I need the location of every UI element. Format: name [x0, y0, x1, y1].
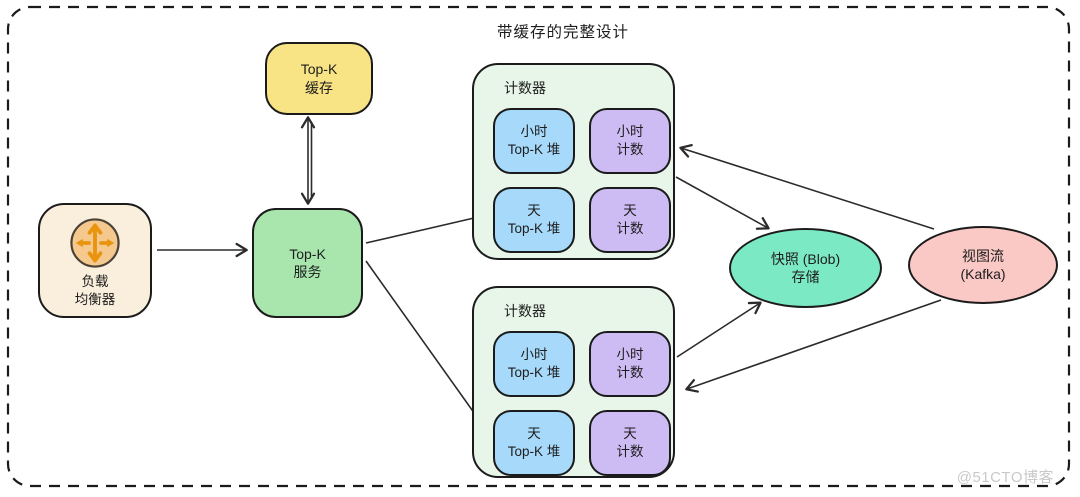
cell-label: 天 Top-K 堆	[507, 203, 561, 236]
load-balancer-node: 负载 均衡器	[38, 203, 152, 318]
counter-2-hour-topk-heap: 小时 Top-K 堆	[493, 331, 575, 397]
edge-counter1-to-snapshot	[675, 176, 770, 230]
edge-kafka-to-counter2	[685, 299, 942, 393]
topk-cache-node: Top-K 缓存	[265, 42, 373, 115]
counter-1-day-topk-heap: 天 Top-K 堆	[493, 187, 575, 253]
cell-label: 小时 Top-K 堆	[507, 124, 561, 157]
edge-service-to-counter2	[365, 260, 489, 433]
snapshot-blob-store-node: 快照 (Blob) 存储	[729, 228, 882, 308]
diagram-title: 带缓存的完整设计	[496, 24, 630, 41]
counter-1-day-count: 天 计数	[589, 187, 671, 253]
view-stream-kafka-node: 视图流 (Kafka)	[908, 226, 1058, 304]
counter-box-1: 计数器 小时 Top-K 堆 小时 计数 天 Top-K 堆 天 计数	[472, 63, 675, 260]
cell-label: 小时 计数	[616, 124, 644, 157]
counter-2-title: 计数器	[504, 303, 546, 319]
snapshot-blob-store-label: 快照 (Blob) 存储	[770, 250, 841, 285]
counter-2-day-topk-heap: 天 Top-K 堆	[493, 410, 575, 476]
counter-1-title: 计数器	[504, 80, 546, 96]
cell-label: 天 计数	[616, 426, 644, 459]
counter-1-hour-topk-heap: 小时 Top-K 堆	[493, 108, 575, 174]
edge-service-to-counter1	[365, 210, 489, 244]
counter-2-day-count: 天 计数	[589, 410, 671, 476]
watermark: @51CTO博客	[956, 469, 1054, 486]
edge-counter2-to-snapshot	[676, 301, 762, 358]
topk-service-node: Top-K 服务	[252, 208, 363, 318]
view-stream-kafka-label: 视图流 (Kafka)	[960, 247, 1006, 282]
cell-label: 小时 Top-K 堆	[507, 347, 561, 380]
cell-label: 天 计数	[616, 203, 644, 236]
edge-kafka-to-counter1	[679, 143, 935, 230]
counter-box-2: 计数器 小时 Top-K 堆 小时 计数 天 Top-K 堆 天 计数	[472, 286, 675, 478]
topk-cache-label: Top-K 缓存	[300, 61, 338, 96]
load-balancer-label: 负载 均衡器	[74, 274, 116, 307]
move-arrows-icon	[70, 218, 120, 268]
counter-2-hour-count: 小时 计数	[589, 331, 671, 397]
cell-label: 小时 计数	[616, 347, 644, 380]
cell-label: 天 Top-K 堆	[507, 426, 561, 459]
counter-1-hour-count: 小时 计数	[589, 108, 671, 174]
topk-service-label: Top-K 服务	[289, 245, 326, 280]
